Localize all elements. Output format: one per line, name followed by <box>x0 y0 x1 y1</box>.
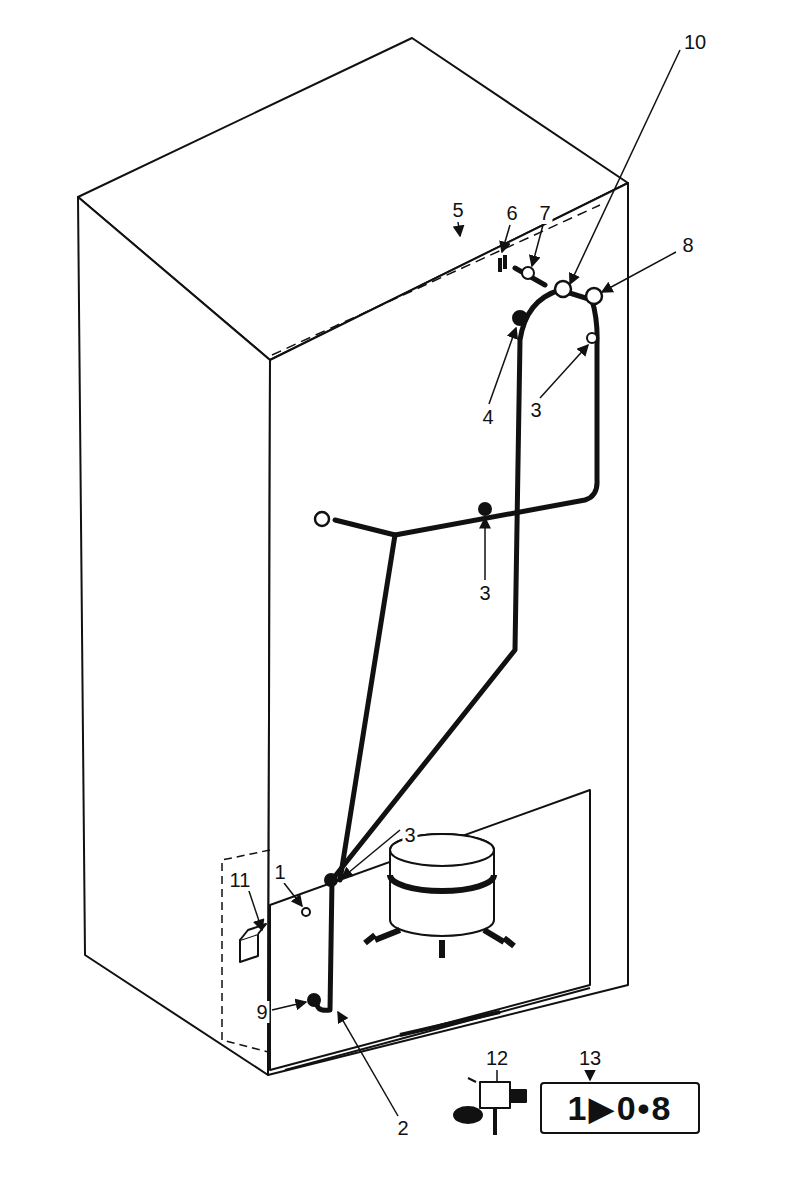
callout-number: 5 <box>450 199 465 221</box>
callout-number: 7 <box>537 202 552 224</box>
part-label-box: 1▶0•8 <box>540 1082 700 1134</box>
callout-number: 3 <box>528 399 543 421</box>
callout-number: 1 <box>272 861 287 883</box>
callout-number: 12 <box>484 1047 510 1069</box>
callout-number: 8 <box>680 234 695 256</box>
label-text: 1▶0•8 <box>568 1088 673 1128</box>
callout-number: 4 <box>480 406 495 428</box>
callout-number: 13 <box>577 1047 603 1069</box>
callout-number: 11 <box>228 869 253 891</box>
callout-number: 10 <box>682 31 708 53</box>
callout-number: 3 <box>477 582 492 604</box>
callout-number: 9 <box>254 1001 269 1023</box>
callout-number: 6 <box>504 202 519 224</box>
callout-number: 2 <box>395 1117 410 1139</box>
callout-number: 3 <box>402 824 417 846</box>
